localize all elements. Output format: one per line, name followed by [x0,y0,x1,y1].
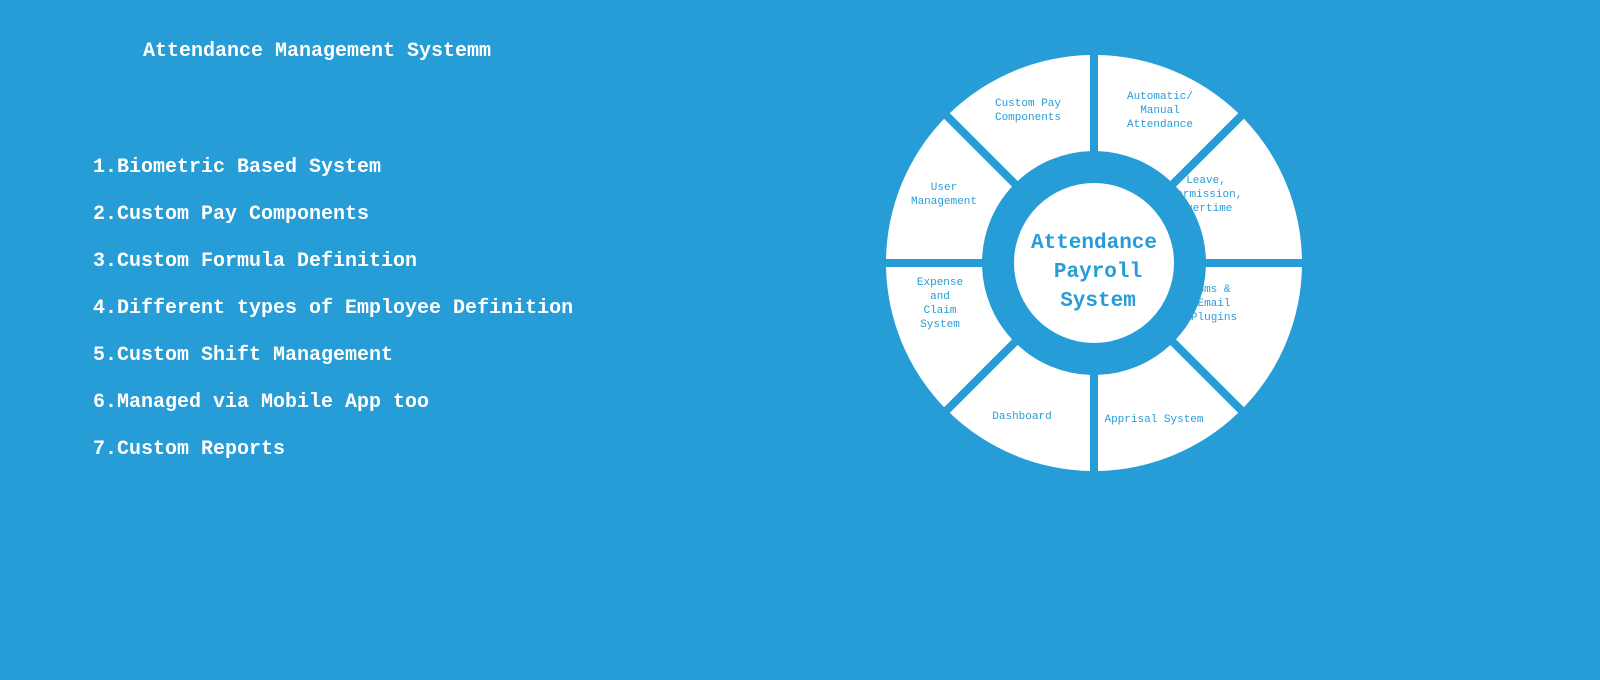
wheel-segment: Leave, Permission, Overtime [1170,118,1302,260]
segment-shape [949,55,1091,182]
segment-shape [1175,118,1302,260]
feature-item: 2.Custom Pay Components [93,203,370,226]
gear-tooth [1040,341,1071,370]
center-label: System [1060,290,1136,313]
segment-label: Overtime [1180,203,1233,215]
wheel-segment: Apprisal System [1097,344,1239,471]
segment-label: Manual [1140,105,1180,117]
segment-label: Sms & [1197,284,1230,296]
center-label: Payroll [1054,261,1142,284]
segment-label: User [931,182,957,194]
segment-label: Expense [917,277,963,289]
gear-tooth [1172,209,1201,240]
segment-label: Dashboard [992,411,1051,423]
segment-label: Components [995,112,1061,124]
segment-label: Permission, [1170,189,1243,201]
segment-shape [949,344,1091,471]
segment-label: and [930,291,950,303]
gear-tooth [1040,156,1071,185]
segment-label: Claim [923,305,956,317]
segment-label: Email [1197,298,1230,310]
segment-shape [886,118,1013,260]
feature-item: 7.Custom Reports [93,438,286,461]
center-label: Attendance [1031,232,1157,255]
feature-item: 1.Biometric Based System [93,156,382,179]
feature-item: 6.Managed via Mobile App too [93,391,430,414]
feature-item: 3.Custom Formula Definition [93,250,418,273]
gear-tooth [1117,341,1148,370]
gear-tooth [1117,156,1148,185]
segment-shape [1175,266,1302,408]
segment-shape [886,266,1013,408]
segment-label: Leave, [1186,175,1226,187]
segment-label: Management [911,196,977,208]
gear-tooth [987,209,1016,240]
segment-label: Attendance [1127,119,1193,131]
segment-label: Apprisal System [1104,414,1203,426]
segment-label: System [920,319,960,331]
gear-tooth [987,286,1016,317]
gear-tooth [1172,286,1201,317]
segment-shape [1097,344,1239,471]
segment-label: Custom Pay [995,98,1061,110]
feature-item: 5.Custom Shift Management [93,344,394,367]
feature-item: 4.Different types of Employee Definition [93,297,574,320]
page-title: Attendance Management Systemm [143,40,492,63]
segment-label: Automatic/ [1127,91,1193,103]
center-circle [1014,183,1174,343]
wheel-segment: Dashboard [949,344,1091,471]
segment-shape [1097,55,1239,182]
segment-label: Plugins [1191,312,1237,324]
feature-list: 1.Biometric Based System 2.Custom Pay Co… [93,153,573,482]
